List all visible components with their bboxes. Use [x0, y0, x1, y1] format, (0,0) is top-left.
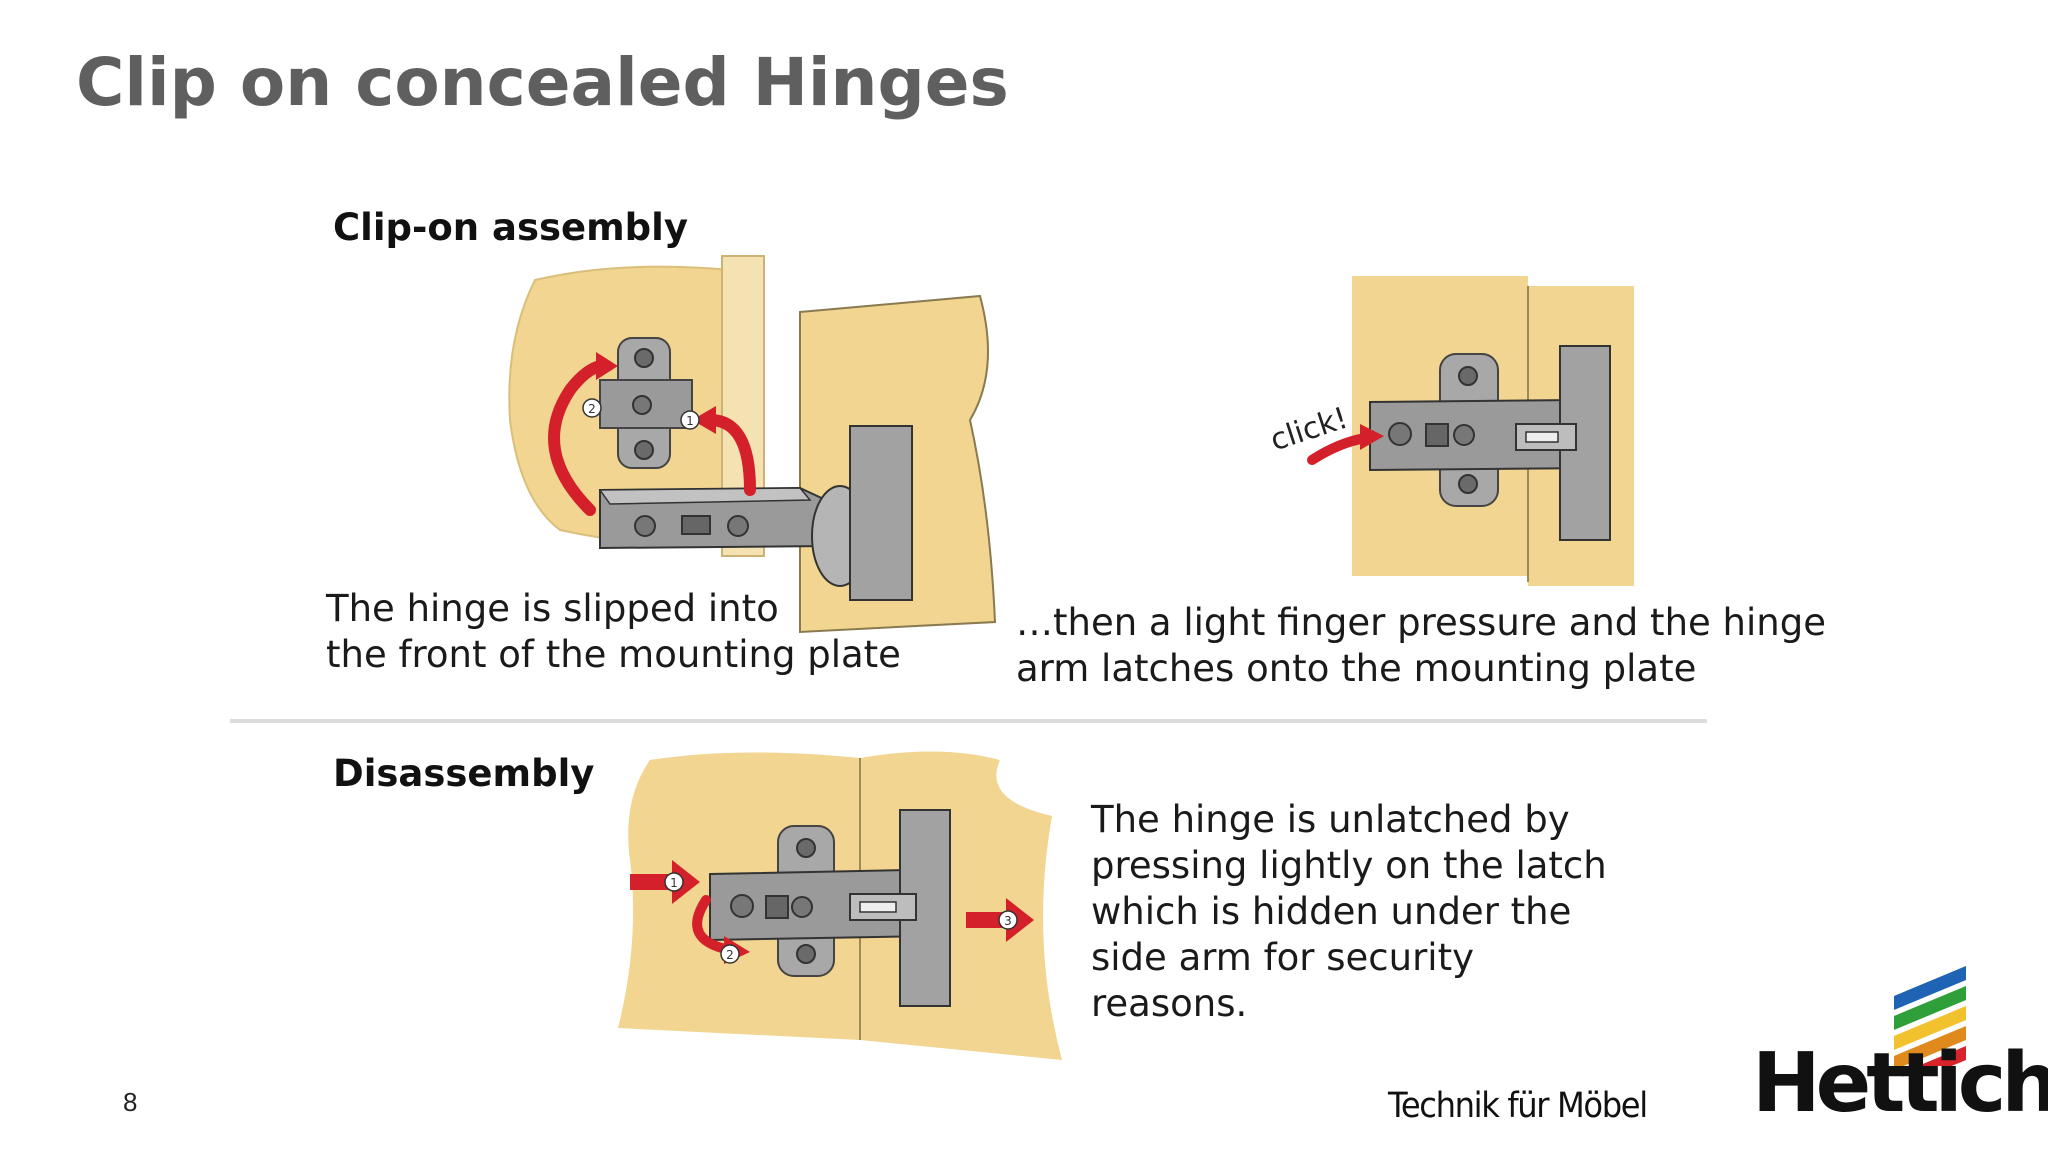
clip-on-step2-caption: …then a light finger pressure and the hi…: [1016, 601, 1826, 690]
disassembly-marker-2: 2: [726, 948, 734, 962]
clip-on-heading: Clip-on assembly: [333, 206, 688, 249]
clip-on-step1-caption: The hinge is slipped into the front of t…: [326, 587, 901, 676]
logo-stripes-icon: [1894, 966, 1966, 1066]
logo-stripe-4: [1894, 1026, 1966, 1066]
marker-2: 2: [588, 402, 596, 416]
logo-stripe-1: [1894, 966, 1966, 1010]
logo-stripe-2: [1894, 986, 1966, 1030]
slide-title: Clip on concealed Hinges: [76, 44, 1009, 121]
section-divider: [230, 719, 1707, 723]
disassembly-illustration: 1 2 3: [618, 751, 1062, 1060]
disassembly-marker-1: 1: [670, 876, 678, 890]
logo-stripe-5: [1918, 1046, 1966, 1066]
disassembly-heading: Disassembly: [333, 752, 595, 795]
slogan: Technik für Möbel: [1388, 1086, 1648, 1126]
marker-1: 1: [686, 414, 694, 428]
clip-on-step2-illustration: click!: [1266, 276, 1634, 586]
disassembly-caption: The hinge is unlatched by pressing light…: [1091, 798, 1607, 1025]
logo-stripe-3: [1894, 1006, 1966, 1050]
disassembly-marker-3: 3: [1004, 914, 1012, 928]
page-number: 8: [123, 1087, 138, 1117]
clip-on-step1-illustration: 2 1: [508, 255, 997, 634]
hettich-logo: Hettich: [1752, 1036, 2048, 1131]
